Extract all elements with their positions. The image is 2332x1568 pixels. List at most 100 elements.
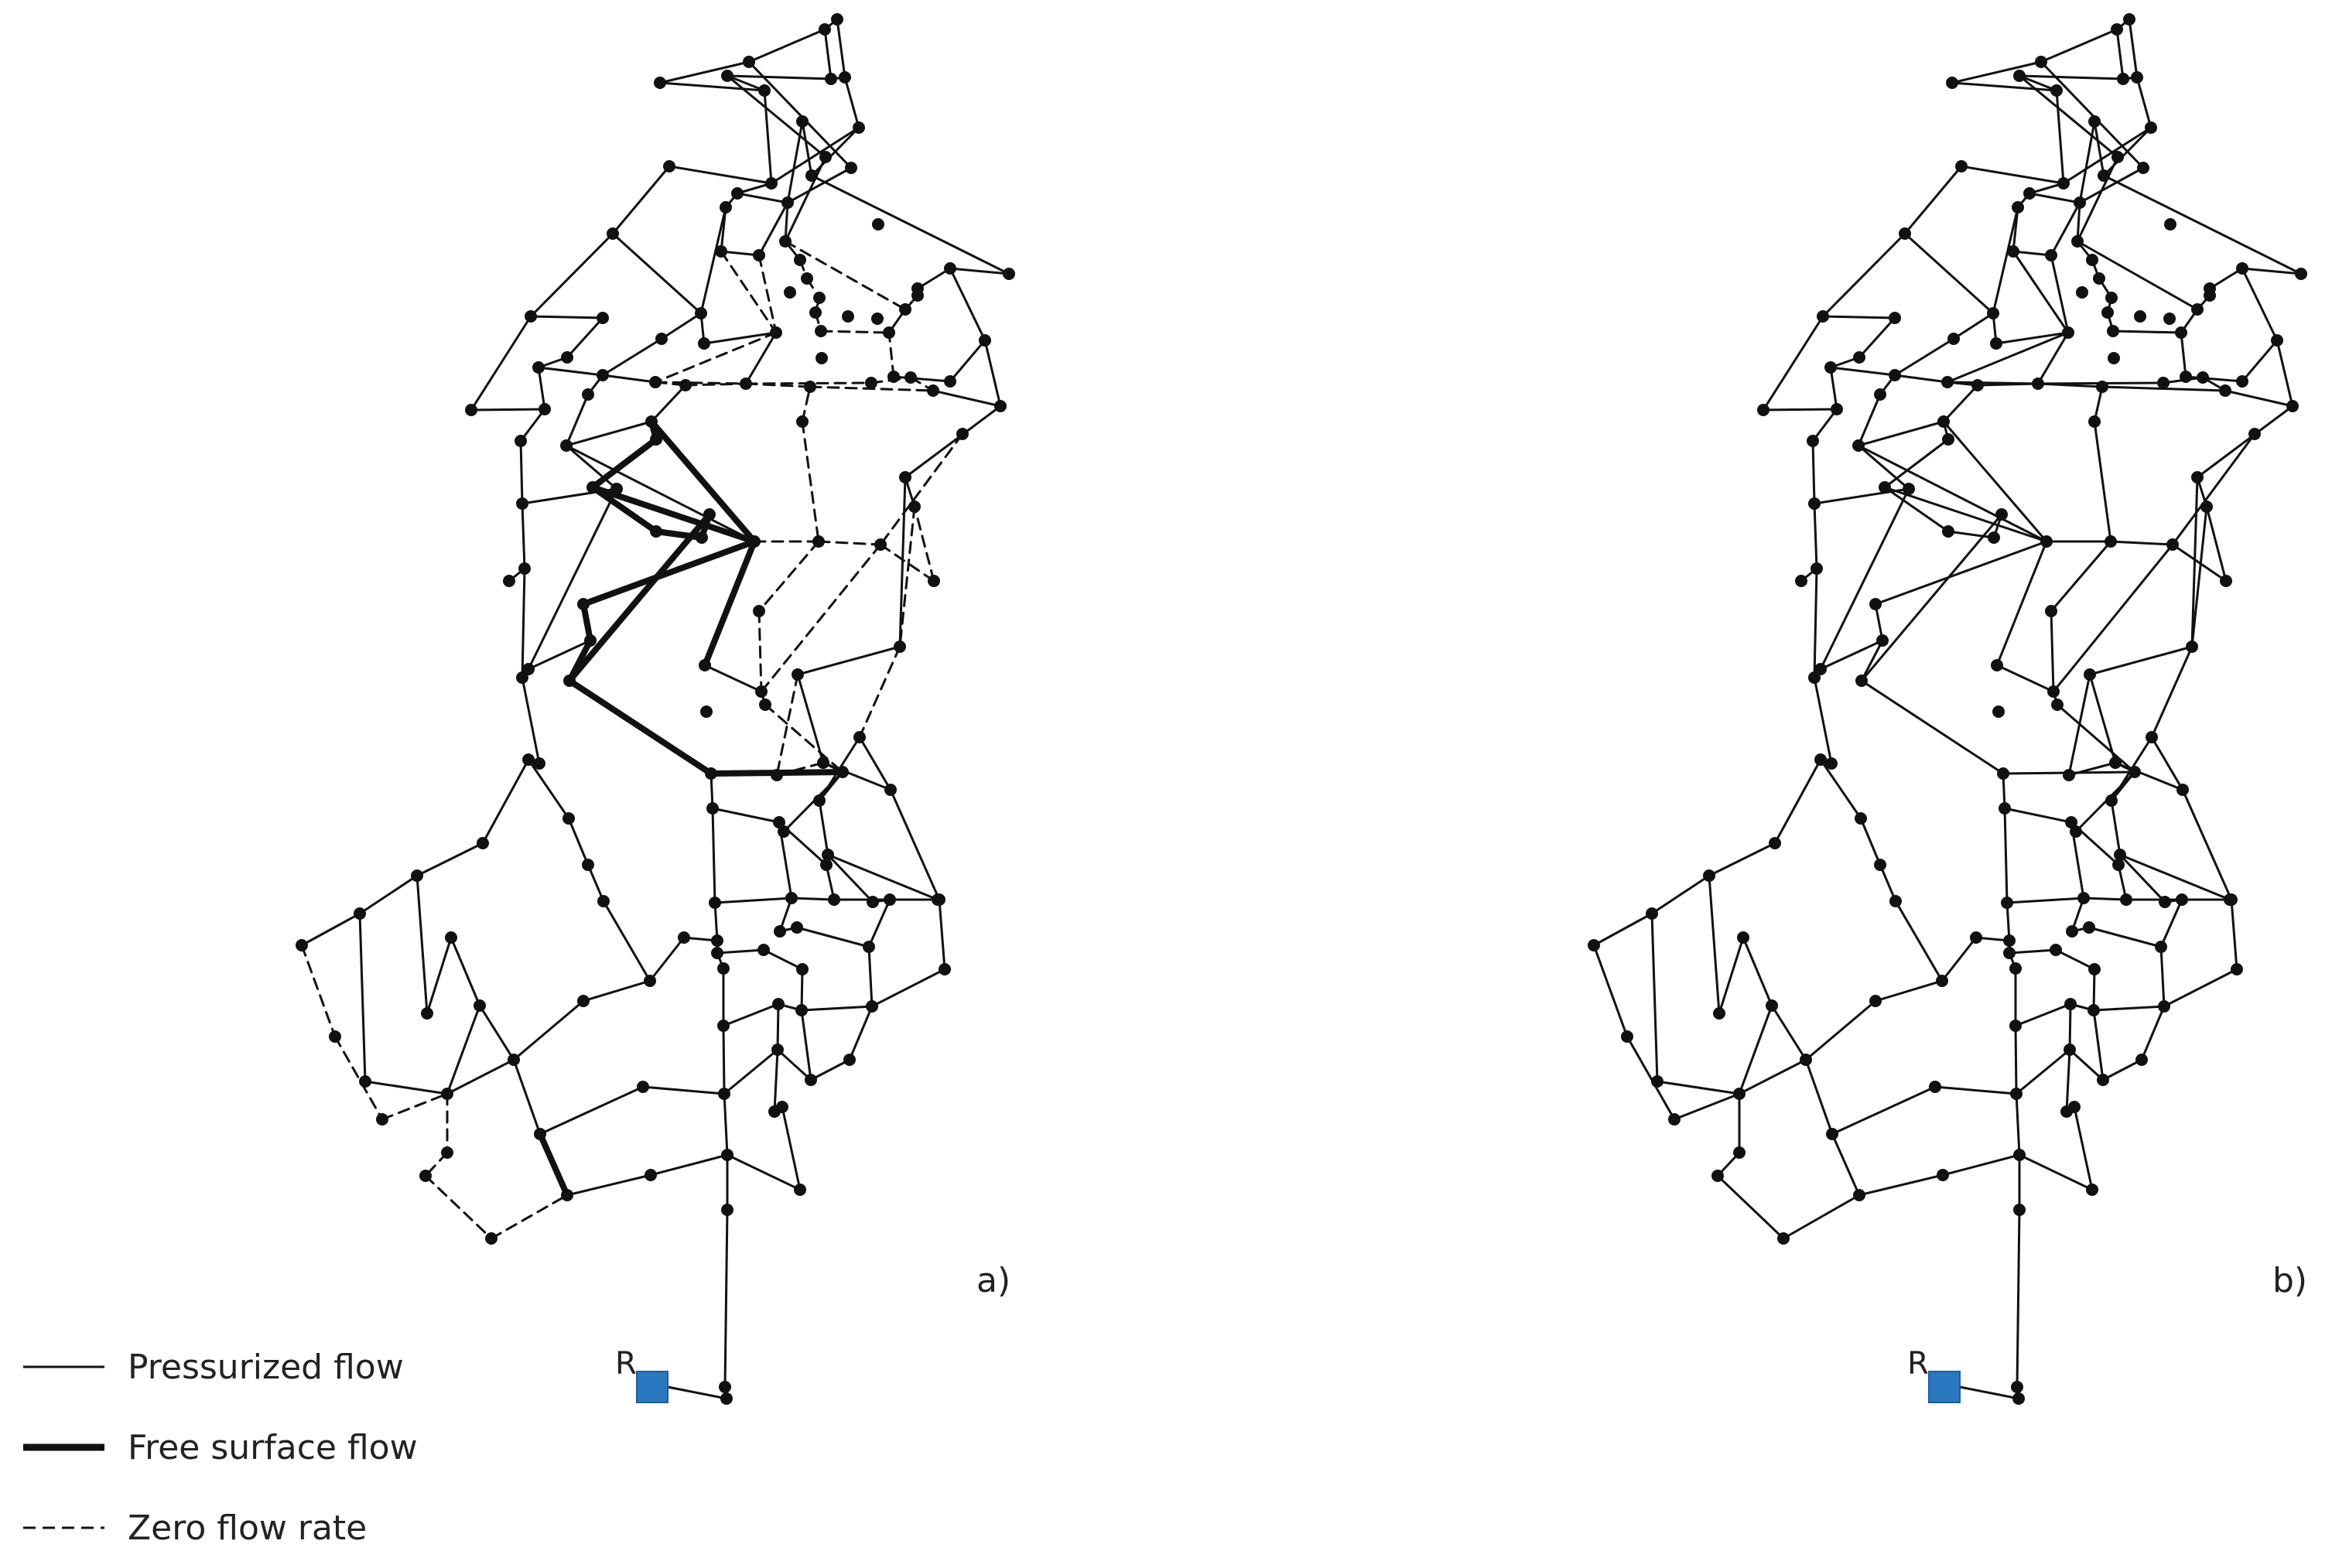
pressurized-pipe xyxy=(1716,1174,1785,1240)
junction-node xyxy=(700,705,713,718)
junction-node xyxy=(1817,310,1829,323)
junction-node xyxy=(845,162,857,174)
pressurized-pipe xyxy=(1829,366,1896,377)
pressurized-pipe xyxy=(2111,330,2183,334)
junction-node xyxy=(796,963,809,975)
pressurized-pipe xyxy=(703,664,763,693)
junction-node xyxy=(2286,400,2299,412)
zero-pipe xyxy=(333,1035,384,1121)
junction-node xyxy=(2064,1044,2076,1056)
pressurized-pipe xyxy=(641,1085,726,1095)
pressurized-pipe xyxy=(916,267,952,290)
zero-pipe xyxy=(879,432,964,546)
pressurized-pipe xyxy=(1951,60,2043,84)
junction-node xyxy=(757,944,770,956)
junction-node xyxy=(1824,361,1837,374)
junction-node xyxy=(1808,497,1821,510)
junction-node xyxy=(441,1146,453,1159)
pressurized-pipe xyxy=(2040,60,2145,169)
junction-node xyxy=(2175,326,2187,339)
pressurized-pipe xyxy=(949,267,986,342)
pressurized-pipe xyxy=(660,312,703,340)
pressurized-pipe xyxy=(776,1048,812,1081)
pressurized-pipe xyxy=(2093,120,2105,177)
junction-node xyxy=(678,931,690,944)
legend: Pressurized flow Free surface flow Zero … xyxy=(23,1327,418,1568)
junction-node xyxy=(2088,115,2101,128)
zero-pipe xyxy=(887,331,895,378)
junction-node xyxy=(1879,481,1891,494)
junction-node xyxy=(703,508,716,521)
junction-node xyxy=(359,1075,371,1088)
pressurized-pipe xyxy=(1819,639,1884,671)
pressurized-pipe xyxy=(2003,807,2009,904)
pressurized-pipe xyxy=(481,758,530,845)
pressurized-pipe xyxy=(801,120,813,177)
junction-node xyxy=(1852,439,1865,452)
junction-node xyxy=(815,325,827,337)
junction-node xyxy=(1621,1030,1633,1043)
free-pipe xyxy=(648,418,757,545)
junction-node xyxy=(533,757,545,770)
junction-node xyxy=(2088,963,2101,975)
pressurized-pipe xyxy=(2028,192,2081,204)
pressurized-pipe xyxy=(1947,530,1995,539)
junction-node xyxy=(867,896,879,908)
reservoir-icon xyxy=(1928,1371,1961,1403)
junction-node xyxy=(2123,13,2135,26)
zero-pipe xyxy=(817,540,882,546)
junction-node xyxy=(792,668,804,681)
junction-node xyxy=(586,481,599,494)
pressurized-pipe xyxy=(2008,948,2057,955)
pressurized-pipe xyxy=(2196,405,2294,479)
junction-node xyxy=(582,859,594,871)
pressurized-pipe xyxy=(2036,331,2070,385)
zero-pipe xyxy=(490,1194,569,1240)
junction-node xyxy=(577,598,590,610)
junction-node xyxy=(2051,699,2064,711)
junction-node xyxy=(1825,757,1838,770)
junction-node xyxy=(607,227,619,240)
junction-node xyxy=(1766,999,1778,1012)
free-pipe xyxy=(566,637,593,684)
junction-node xyxy=(562,812,575,825)
junction-node xyxy=(2220,575,2232,587)
pressurized-pipe xyxy=(1942,384,1979,423)
junction-node xyxy=(563,675,576,687)
pressurized-pipe xyxy=(1883,486,2048,543)
junction-node xyxy=(2062,326,2074,339)
pressurized-pipe xyxy=(2050,610,2055,693)
junction-node xyxy=(774,925,786,938)
pressurized-pipe xyxy=(1592,912,1653,947)
junction-node xyxy=(2001,897,2013,909)
junction-node xyxy=(1936,975,1948,987)
junction-node xyxy=(2107,325,2119,337)
pressurized-pipe xyxy=(2224,389,2294,408)
pressurized-pipe xyxy=(889,788,941,901)
pressurized-pipe xyxy=(2052,543,2174,693)
pressurized-pipe xyxy=(2050,540,2112,613)
pressurized-pipe xyxy=(1858,1173,1944,1197)
junction-node xyxy=(1903,483,1915,495)
junction-node xyxy=(2200,500,2213,513)
junction-node xyxy=(932,893,944,906)
junction-node xyxy=(2071,235,2084,248)
free-pipe xyxy=(590,484,659,535)
pressurized-pipe xyxy=(1995,540,2048,667)
pressurized-pipe xyxy=(2067,761,2117,777)
junction-node xyxy=(1831,403,1843,415)
pressurized-pipe xyxy=(809,1058,851,1081)
pressurized-pipe xyxy=(726,74,833,80)
junction-node xyxy=(1588,939,1600,951)
pressurized-pipe xyxy=(870,968,946,1008)
junction-node xyxy=(2158,1000,2170,1013)
zero-pipe xyxy=(801,420,820,543)
junction-node xyxy=(2236,375,2248,388)
junction-node xyxy=(2155,941,2167,953)
pressurized-pipe xyxy=(2241,267,2303,275)
pressurized-pipe xyxy=(2040,28,2118,63)
junction-node xyxy=(1826,1128,1838,1140)
junction-node xyxy=(696,531,708,544)
junction-node xyxy=(828,893,840,906)
junction-node xyxy=(2050,944,2062,956)
